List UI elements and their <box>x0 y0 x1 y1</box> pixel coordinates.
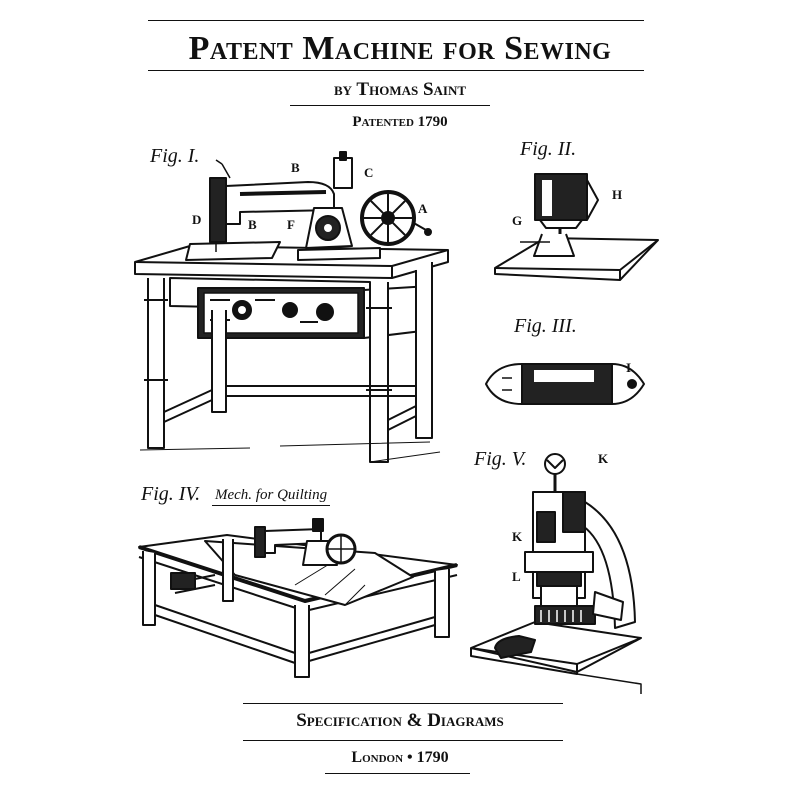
footer-title: Specification & Diagrams <box>0 710 800 732</box>
fig4-label: Fig. IV. <box>141 483 200 506</box>
fig2-callout-g: G <box>512 213 522 229</box>
fig1-callout-b-mid: B <box>248 217 257 233</box>
byline-rule <box>290 105 490 106</box>
fig3-label: Fig. III. <box>514 315 577 338</box>
patent-date: Patented 1790 <box>0 114 800 131</box>
footer-bottom-rule <box>325 773 470 774</box>
fig4-quilting-frame-illustration <box>135 505 465 685</box>
fig2-label: Fig. II. <box>520 138 576 161</box>
fig4-subtitle: Mech. for Quilting <box>215 487 327 504</box>
fig5-press-mechanism-illustration <box>465 452 645 692</box>
fig1-callout-a: A <box>418 201 427 217</box>
fig1-sewing-machine-table-illustration <box>130 150 460 470</box>
footer-place-date: London • 1790 <box>0 749 800 767</box>
fig5-callout-l: L <box>512 569 521 585</box>
fig5-callout-k-top: K <box>598 451 608 467</box>
fig5-callout-k-mid: K <box>512 529 522 545</box>
fig3-callout-i: I <box>626 360 631 376</box>
fig1-callout-b-top: B <box>291 160 300 176</box>
footer-mid-rule <box>243 740 563 741</box>
header-top-rule <box>148 20 644 21</box>
byline: by Thomas Saint <box>0 79 800 101</box>
fig2-needle-detail-illustration <box>490 170 660 290</box>
page-title: Patent Machine for Sewing <box>0 30 800 68</box>
header-title-rule <box>148 70 644 71</box>
fig1-callout-d: D <box>192 212 201 228</box>
fig1-callout-f: F <box>287 217 295 233</box>
fig1-callout-c: C <box>364 165 373 181</box>
footer-top-rule <box>243 703 563 704</box>
fig2-callout-h: H <box>612 187 622 203</box>
